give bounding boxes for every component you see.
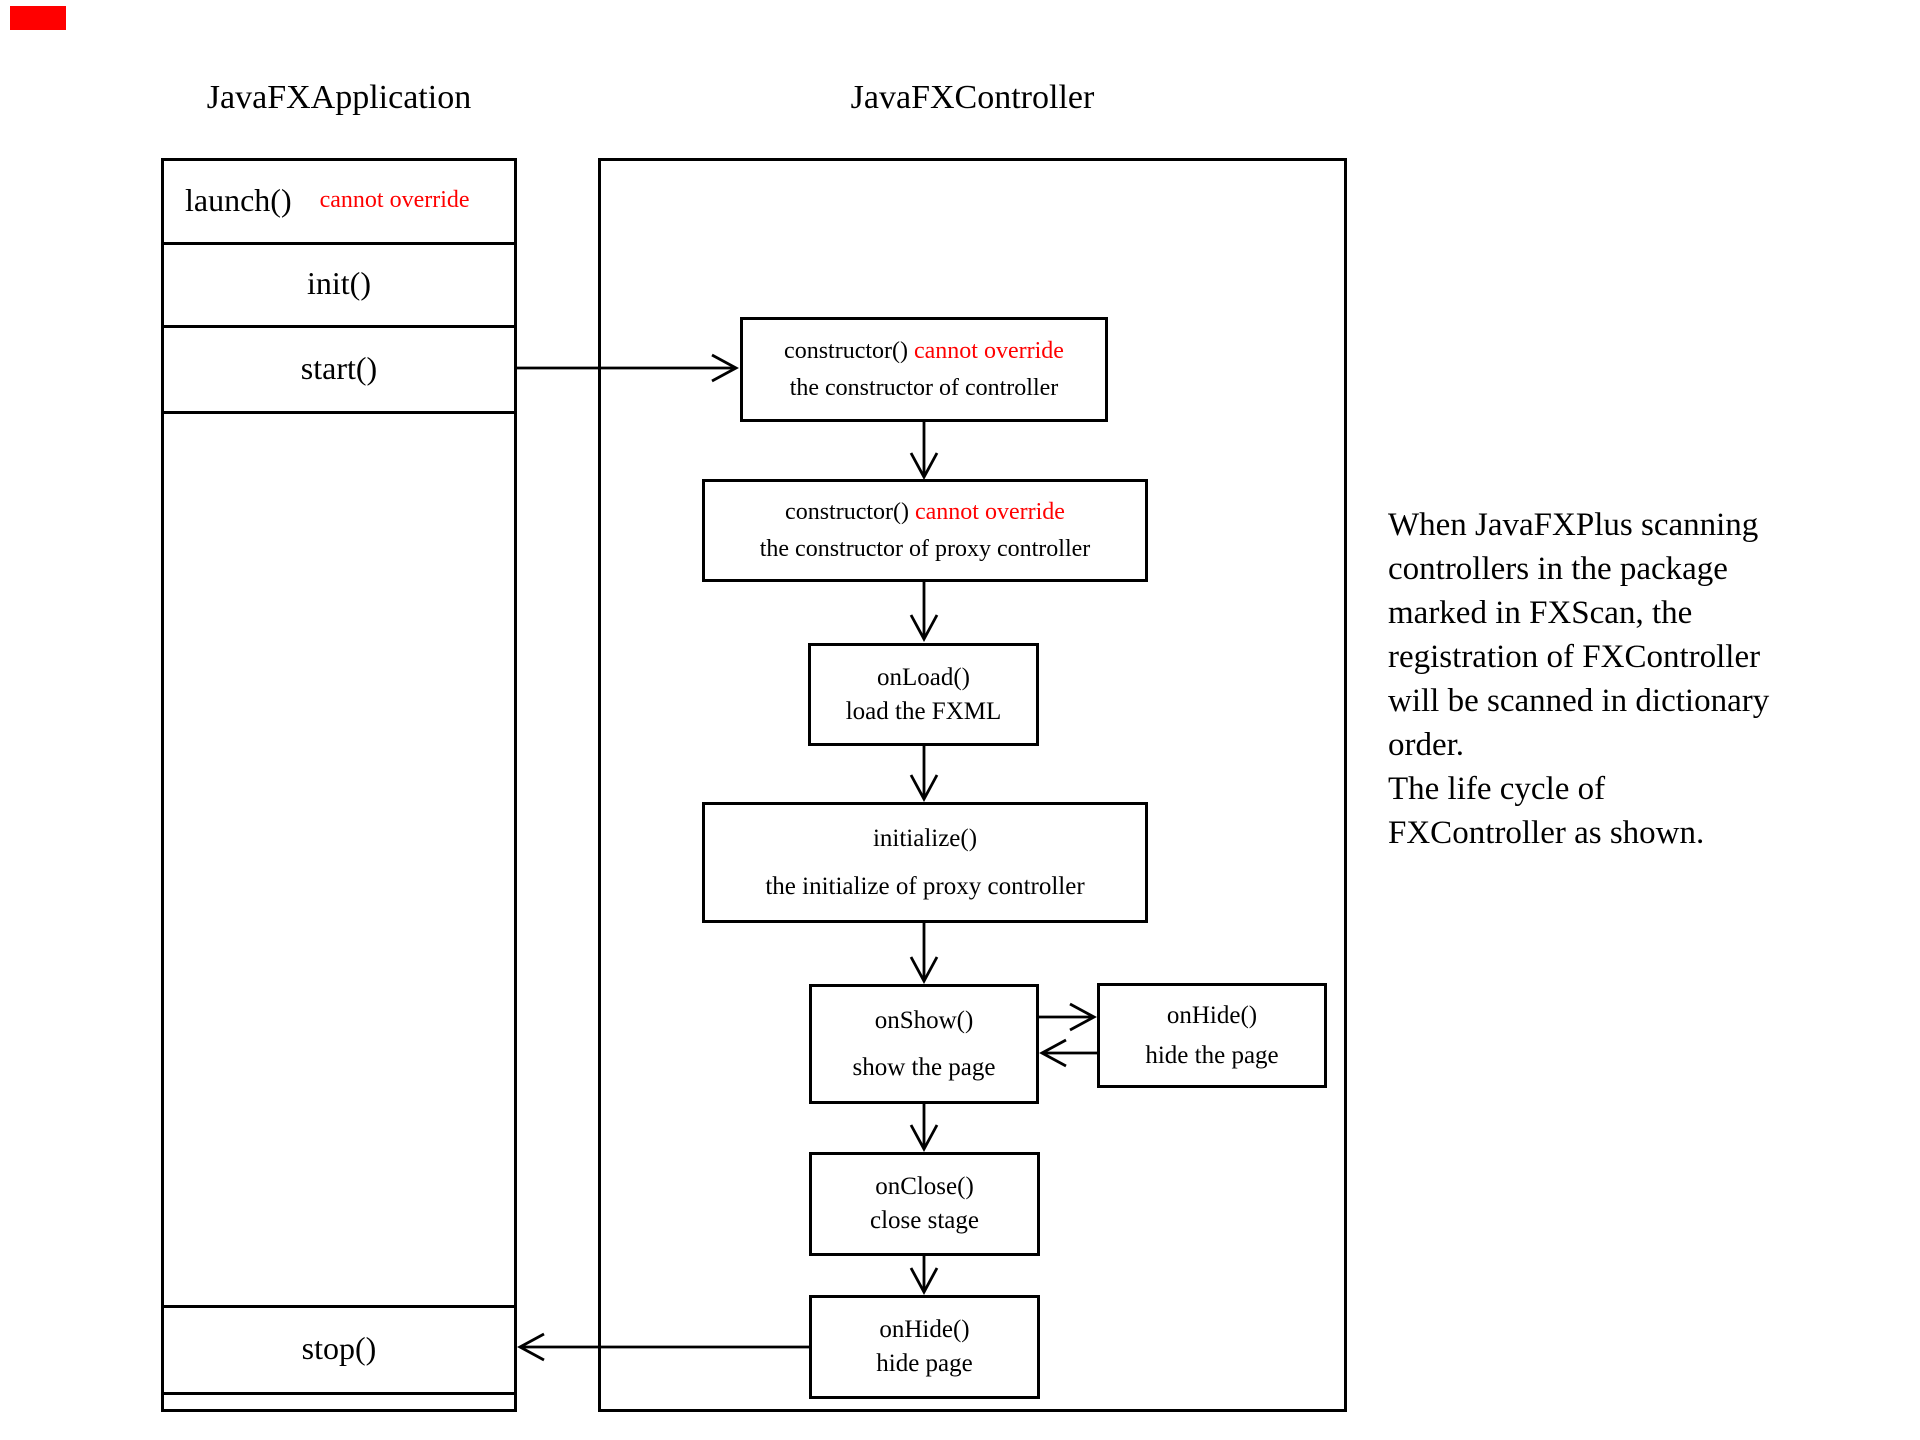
launch-row: launch() cannot override [161,158,517,242]
onload-box: onLoad() load the FXML [808,643,1039,746]
init-label: init() [307,265,371,301]
initialize-box: initialize() the initialize of proxy con… [702,802,1148,923]
stop-row: stop() [161,1305,517,1392]
box-title: constructor() [784,338,908,364]
box-title: onShow() [874,1006,974,1034]
onhide-bottom-box: onHide() hide page [809,1295,1040,1399]
box-title: initialize() [872,824,978,852]
note-line: order. [1388,727,1465,763]
row-divider [161,242,517,245]
note-line: will be scanned in dictionary [1388,683,1770,719]
note-line: registration of FXController [1388,639,1761,675]
start-row: start() [161,325,517,411]
init-row: init() [161,242,517,325]
box-subtitle: hide page [876,1350,973,1377]
box-subtitle: show the page [852,1053,996,1081]
row-divider [161,1392,517,1395]
launch-cannot-override-note: cannot override [319,186,470,213]
application-column-title: JavaFXApplication [206,79,472,116]
start-label: start() [300,349,378,386]
note-line: When JavaFXPlus scanning [1388,507,1759,543]
box-title: constructor() [785,499,909,525]
controller-container-box [598,158,1347,1412]
constructor-proxy-controller-box: constructor() cannot override the constr… [702,479,1148,582]
controller-column-title: JavaFXController [850,79,1095,116]
box-subtitle: load the FXML [845,697,1002,725]
onclose-box: onClose() close stage [809,1152,1040,1256]
box-subtitle: the constructor of proxy controller [759,536,1091,562]
constructor-controller-box: constructor() cannot override the constr… [740,317,1108,422]
box-subtitle: the constructor of controller [789,375,1059,401]
cannot-override-note: cannot override [915,499,1065,525]
note-line: marked in FXScan, the [1388,595,1693,631]
note-line: The life cycle of [1388,771,1606,807]
box-title: onHide() [1166,1001,1258,1029]
cannot-override-note: cannot override [914,338,1064,364]
launch-label: launch() [185,181,292,218]
row-divider [161,1305,517,1308]
application-class-box [161,158,517,1412]
box-title-line: constructor() cannot override [784,336,1064,366]
box-subtitle: hide the page [1145,1041,1279,1069]
note-line: controllers in the package [1388,551,1728,587]
box-title: onClose() [875,1173,974,1200]
box-title-line: constructor() cannot override [785,497,1065,527]
box-title: onHide() [879,1316,970,1343]
box-title: onLoad() [876,663,971,691]
box-subtitle: close stage [870,1207,979,1234]
row-divider [161,411,517,414]
stop-label: stop() [301,1330,377,1366]
note-line: FXController as shown. [1388,815,1705,851]
row-divider [161,325,517,328]
side-note-paragraph: When JavaFXPlus scanning controllers in … [1388,503,1898,855]
onshow-box: onShow() show the page [809,984,1039,1104]
box-subtitle: the initialize of proxy controller [765,872,1085,900]
onhide-side-box: onHide() hide the page [1097,983,1327,1088]
red-corner-marker [10,6,66,30]
